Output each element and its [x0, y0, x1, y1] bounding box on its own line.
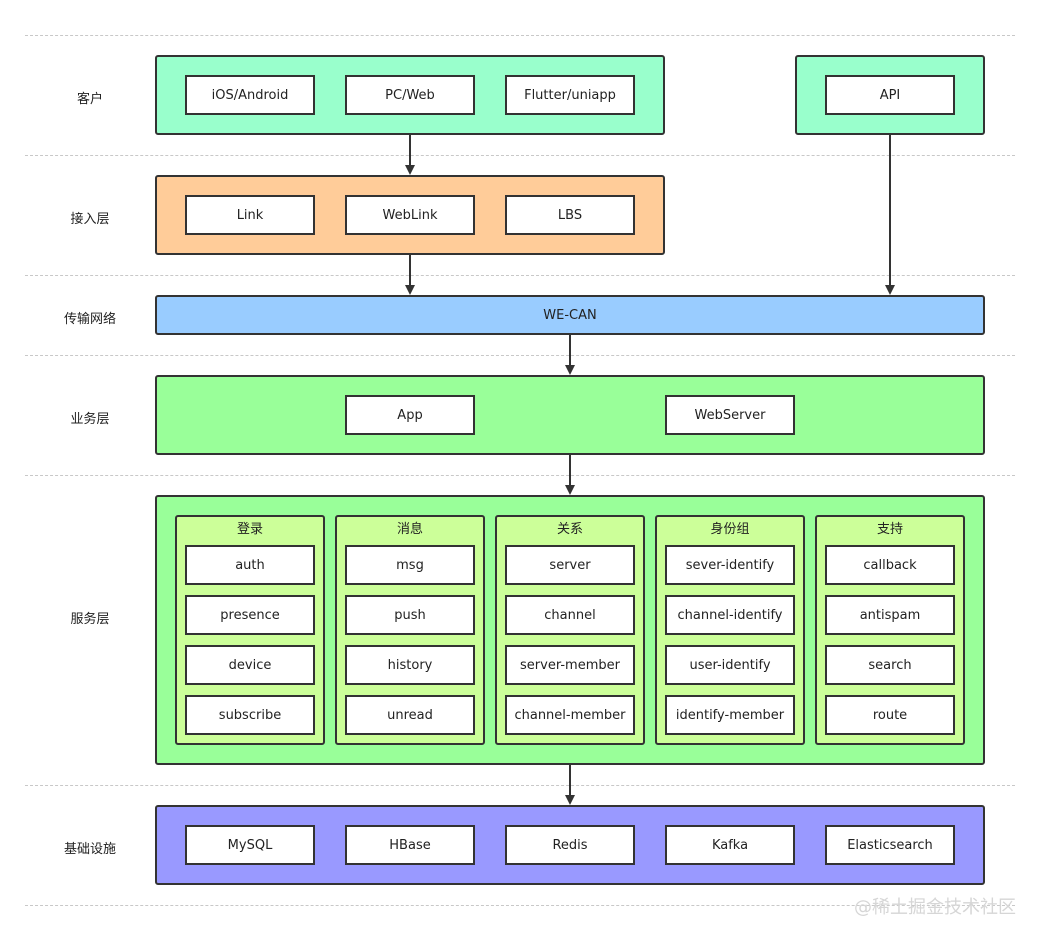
- layer-label-client: 客户: [76, 92, 103, 107]
- infra-box: HBase: [345, 825, 475, 865]
- service-box: msg: [345, 545, 475, 585]
- service-group-support: 支持 callback antispam search route: [815, 515, 965, 745]
- access-box: Link: [185, 195, 315, 235]
- service-box: server: [505, 545, 635, 585]
- layer-separator: [25, 905, 1015, 906]
- service-box: user-identify: [665, 645, 795, 685]
- layer-label-service: 服务层: [70, 612, 110, 627]
- business-box: App: [345, 395, 475, 435]
- service-box: server-member: [505, 645, 635, 685]
- business-box: WebServer: [665, 395, 795, 435]
- service-box: sever-identify: [665, 545, 795, 585]
- service-group-login: 登录 auth presence device subscribe: [175, 515, 325, 745]
- access-box: WebLink: [345, 195, 475, 235]
- service-group-title: 身份组: [710, 522, 750, 537]
- service-group-title: 消息: [396, 522, 423, 537]
- service-box: route: [825, 695, 955, 735]
- layer-separator: [25, 35, 1015, 36]
- service-box: subscribe: [185, 695, 315, 735]
- watermark: @稀土掘金技术社区: [854, 897, 1016, 918]
- service-box: callback: [825, 545, 955, 585]
- layer-separator: [25, 475, 1015, 476]
- service-box: channel-identify: [665, 595, 795, 635]
- layer-separator: [25, 355, 1015, 356]
- service-box: antispam: [825, 595, 955, 635]
- layer-separator: [25, 785, 1015, 786]
- infra-box: Kafka: [665, 825, 795, 865]
- layer-label-infra: 基础设施: [63, 842, 116, 857]
- service-box: auth: [185, 545, 315, 585]
- business-panel: App WebServer: [155, 375, 985, 455]
- service-box: push: [345, 595, 475, 635]
- service-box: search: [825, 645, 955, 685]
- service-box: channel-member: [505, 695, 635, 735]
- infra-box: Elasticsearch: [825, 825, 955, 865]
- client-box: Flutter/uniapp: [505, 75, 635, 115]
- layer-label-transport: 传输网络: [63, 312, 116, 327]
- access-panel: Link WebLink LBS: [155, 175, 665, 255]
- client-box: PC/Web: [345, 75, 475, 115]
- service-group-title: 登录: [236, 522, 263, 537]
- service-box: device: [185, 645, 315, 685]
- client-box: iOS/Android: [185, 75, 315, 115]
- api-panel: API: [795, 55, 985, 135]
- service-group-title: 关系: [556, 522, 583, 537]
- transport-bar: WE-CAN: [155, 295, 985, 335]
- service-box: unread: [345, 695, 475, 735]
- service-group-relation: 关系 server channel server-member channel-…: [495, 515, 645, 745]
- layer-separator: [25, 155, 1015, 156]
- infra-box: Redis: [505, 825, 635, 865]
- api-box: API: [825, 75, 955, 115]
- access-box: LBS: [505, 195, 635, 235]
- infra-panel: MySQL HBase Redis Kafka Elasticsearch: [155, 805, 985, 885]
- layer-separator: [25, 275, 1015, 276]
- infra-box: MySQL: [185, 825, 315, 865]
- layer-label-access: 接入层: [70, 212, 110, 227]
- service-box: identify-member: [665, 695, 795, 735]
- service-box: channel: [505, 595, 635, 635]
- transport-label: WE-CAN: [543, 307, 597, 323]
- layer-label-business: 业务层: [70, 412, 110, 427]
- service-box: presence: [185, 595, 315, 635]
- service-group-title: 支持: [876, 522, 903, 537]
- client-panel: iOS/Android PC/Web Flutter/uniapp: [155, 55, 665, 135]
- service-box: history: [345, 645, 475, 685]
- service-group-identity: 身份组 sever-identify channel-identify user…: [655, 515, 805, 745]
- service-group-message: 消息 msg push history unread: [335, 515, 485, 745]
